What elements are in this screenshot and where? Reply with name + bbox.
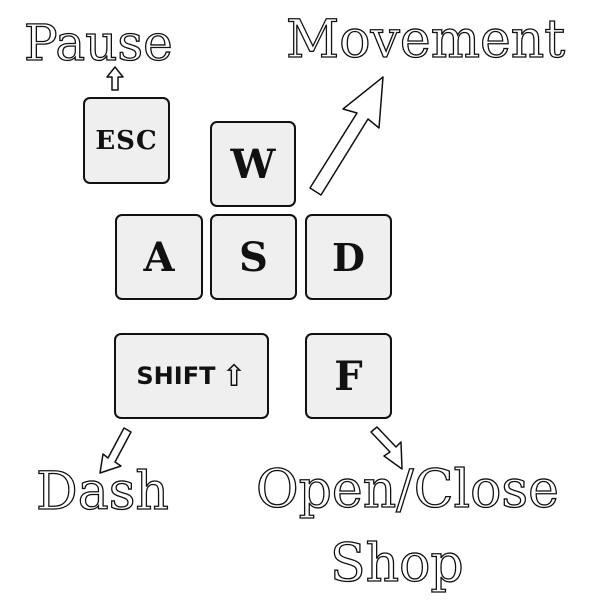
pause-label: Pause (23, 14, 173, 72)
arrow-up-right-icon (309, 76, 384, 196)
s-key-label: S (239, 233, 268, 281)
movement-label: Movement (285, 10, 566, 70)
arrow-up-icon (106, 66, 124, 91)
f-key-label: F (334, 352, 363, 400)
a-key: A (115, 214, 203, 300)
esc-key-label: ESC (95, 125, 158, 156)
d-key: D (305, 214, 392, 300)
dash-label: Dash (35, 462, 169, 522)
s-key: S (210, 214, 297, 300)
esc-key: ESC (83, 97, 170, 184)
w-key-label: W (230, 140, 276, 188)
shift-key-label: SHIFT (136, 362, 216, 390)
w-key: W (210, 121, 296, 207)
shop-label: Shop (329, 534, 464, 594)
shift-arrow-icon: ⇧ (221, 358, 247, 394)
open-close-label: Open/Close (255, 460, 559, 520)
arrow-down-left-icon (99, 427, 132, 474)
d-key-label: D (332, 234, 365, 280)
shift-key: SHIFT ⇧ (114, 333, 269, 419)
a-key-label: A (143, 233, 175, 281)
f-key: F (305, 333, 392, 419)
arrow-down-right-icon (370, 426, 403, 470)
